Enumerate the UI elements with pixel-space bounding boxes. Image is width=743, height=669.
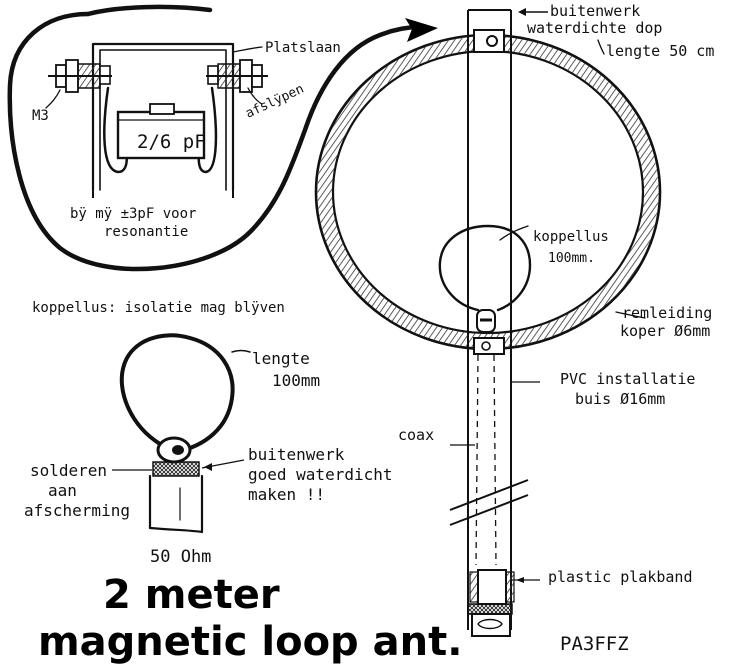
remleiding-line2: koper Ø6mm <box>620 322 710 340</box>
capacitor-label: 2/6 pF <box>137 131 206 153</box>
callsign-label: PA3FFZ <box>560 633 629 655</box>
koppellus-detail: koppellus: isolatie mag blÿven lengte 10… <box>24 300 393 567</box>
resonantie-label-line2: resonantie <box>104 224 188 240</box>
ohm-label: 50 Ohm <box>150 547 211 567</box>
plakband-label: plastic plakband <box>548 568 693 586</box>
buitenwerk-dop-line2: waterdichte dop <box>527 19 662 37</box>
koppellus-label-line2: 100mm. <box>548 251 595 266</box>
koppellus-isolatie-label: koppellus: isolatie mag blÿven <box>32 300 285 316</box>
buitenwerk-goed-line2: goed waterdicht <box>248 465 393 484</box>
main-loop <box>314 33 662 351</box>
solderen-line3: afscherming <box>24 501 130 520</box>
remleiding-line1: remleiding <box>622 304 712 322</box>
buitenwerk-goed-line1: buitenwerk <box>248 445 345 464</box>
koppellus-label-line1: koppellus <box>533 229 609 245</box>
capacitor-detail: 2/6 pF M3 Platslaan afslÿpen bÿ mÿ ±3pF … <box>32 40 341 240</box>
lengte-loop-label: lengte 50 cm <box>606 42 714 60</box>
buitenwerk-dop-line1: buitenwerk <box>550 2 640 20</box>
pvc-mast <box>449 9 529 637</box>
pvc-line2: buis Ø16mm <box>575 390 665 408</box>
buitenwerk-goed-line3: maken !! <box>248 485 325 504</box>
title-line1: 2 meter <box>103 572 280 618</box>
right-labels: buitenwerk waterdichte dop lengte 50 cm … <box>398 2 714 586</box>
platslaan-label: Platslaan <box>265 40 341 56</box>
resonantie-label-line1: bÿ mÿ ±3pF voor <box>70 206 196 222</box>
solderen-line2: aan <box>48 481 77 500</box>
coax-label: coax <box>398 426 434 444</box>
koppellus-loop <box>438 224 532 333</box>
lengte-lus-line1: lengte <box>252 349 310 368</box>
pvc-line1: PVC installatie <box>560 370 695 388</box>
arrow-head-icon <box>405 18 438 42</box>
title-line2: magnetic loop ant. <box>38 619 462 665</box>
lengte-lus-line2: 100mm <box>272 371 320 390</box>
detail-callout-outline <box>7 4 438 272</box>
solderen-line1: solderen <box>30 461 107 480</box>
m3-label: M3 <box>32 108 49 124</box>
